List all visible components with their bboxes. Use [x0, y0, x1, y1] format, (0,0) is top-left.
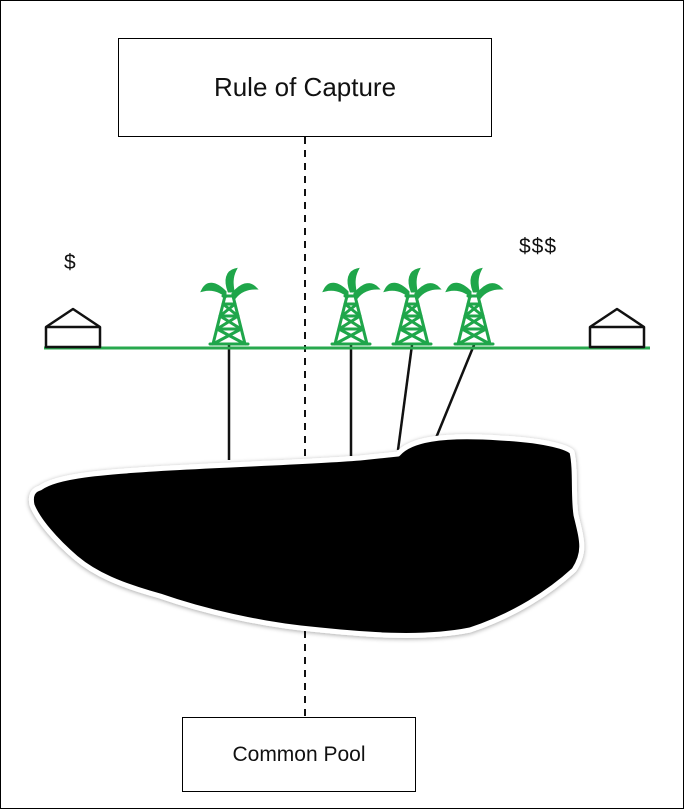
- well-pipe: [436, 345, 474, 438]
- title-box: Rule of Capture: [118, 38, 492, 137]
- right-owner-revenue-label: $$$: [519, 235, 557, 259]
- house-icon: [590, 309, 644, 347]
- house-icon: [46, 309, 100, 347]
- diagram-title: Rule of Capture: [214, 72, 396, 103]
- oil-derrick-icon: [203, 270, 255, 344]
- common-pool-box: Common Pool: [182, 717, 416, 792]
- oil-derrick-icon: [386, 270, 438, 344]
- common-pool-label: Common Pool: [232, 743, 365, 767]
- oil-derrick-icon: [448, 270, 500, 344]
- oil-reservoir: [31, 437, 581, 636]
- well-pipe: [398, 345, 412, 450]
- oil-derrick-icon: [325, 270, 377, 344]
- left-owner-revenue-label: $: [64, 251, 77, 275]
